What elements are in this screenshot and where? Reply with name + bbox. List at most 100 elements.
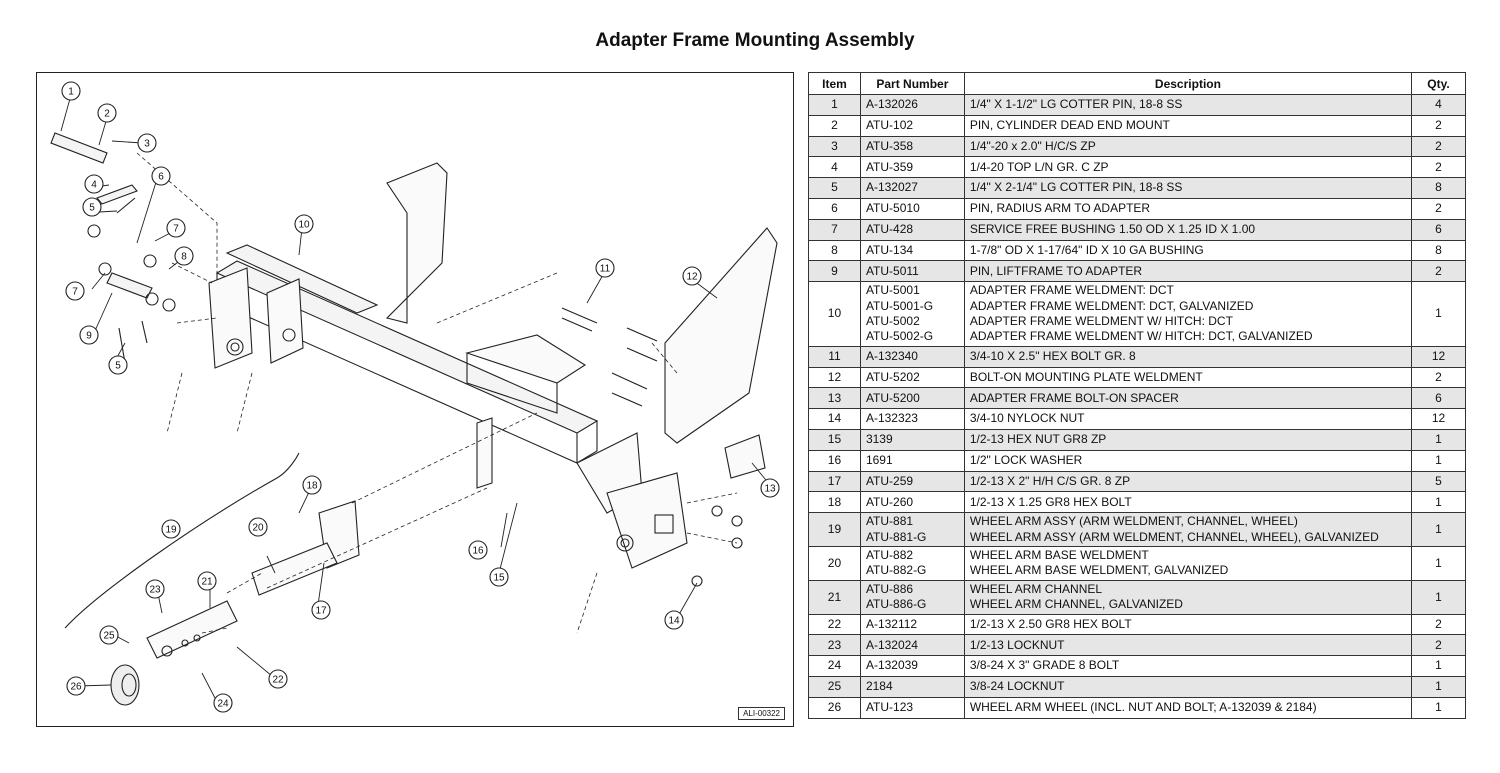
qty-cell: 2 [1411,135,1466,158]
qty-cell: 1 [1411,491,1466,514]
item-number-cell: 24 [808,655,861,677]
qty-cell: 1 [1411,512,1466,547]
header-part-number: Part Number [859,72,965,95]
item-number-cell: 10 [808,281,861,347]
callout-circle [65,281,85,301]
item-number-cell: 12 [808,366,861,389]
part-number: ATU-5202 [865,369,920,384]
qty-cell: 6 [1411,218,1466,241]
part-number: ATU-134 [865,242,914,257]
part-number: 3139 [865,432,893,447]
callout-number: 7 [173,224,179,235]
description-cell: WHEEL ARM ASSY (ARM WELDMENT, CHANNEL, W… [963,512,1413,547]
callout-number: 10 [298,220,310,231]
item-number-cell: 1 [808,94,861,116]
callout-circle [760,478,780,498]
description-cell: 1/2-13 X 2" H/H C/S GR. 8 ZP [963,470,1413,493]
part-number: ATU-886 [865,581,914,596]
table-row: 5 A-132027 1/4" X 2-1/4" LG COTTER PIN, 18… [808,177,1466,199]
callout-23: 23 [145,579,165,599]
description-line: ADAPTER FRAME WELDMENT: DCT, GALVANIZED [969,298,1254,313]
callout-7: 7 [166,218,186,238]
adapter-frame-drawing [50,132,778,706]
callout-21: 21 [197,571,217,591]
part-number: ATU-102 [865,117,914,132]
item-number-cell: 26 [808,696,861,719]
part-number: ATU-123 [865,699,914,714]
qty-cell: 2 [1411,366,1466,389]
callout-8: 8 [174,246,194,266]
item-number-cell: 15 [808,428,861,451]
part-number-cell: A-132026 [859,94,965,116]
description-cell: ADAPTER FRAME BOLT-ON SPACER [963,387,1413,410]
part-number: ATU-5001-G [865,298,934,313]
item-number-cell: 21 [808,579,861,615]
description-line: 1/2-13 X 1.25 GR8 HEX BOLT [969,494,1132,509]
part-number-cell: ATU-123 [859,696,965,719]
qty-cell: 2 [1411,156,1466,179]
callout-number: 3 [144,139,150,150]
part-number: A-132323 [865,411,918,426]
description-line: 1/4"-20 x 2.0" H/C/S ZP [969,138,1096,153]
item-number-cell: 6 [808,197,861,220]
item-number-cell: 2 [808,114,861,137]
callout-number: 15 [493,573,505,584]
description-cell: 1/4"-20 x 2.0" H/C/S ZP [963,135,1413,158]
callout-circle [468,540,488,560]
callout-circle [79,325,99,345]
callout-25: 25 [99,625,119,645]
callout-circle [664,610,684,630]
part-number: ATU-5002-G [865,329,934,344]
callout-circle [66,676,86,696]
callout-3: 3 [137,133,157,153]
qty-cell: 12 [1411,408,1466,430]
part-number: A-132026 [865,97,918,112]
callout-number: 7 [72,287,78,298]
description-cell: SERVICE FREE BUSHING 1.50 OD X 1.25 ID X… [963,218,1413,241]
callout-circle [97,103,117,123]
callout-number: 24 [217,699,229,710]
callout-10: 10 [294,214,314,234]
qty-cell: 2 [1411,197,1466,220]
callout-2: 2 [97,103,117,123]
description-line: WHEEL ARM BASE WELDMENT [969,547,1149,562]
part-number: A-132027 [865,180,918,195]
callout-circle [489,567,509,587]
item-number-cell: 20 [808,545,861,581]
description-cell: 1/2-13 X 2.50 GR8 HEX BOLT [963,613,1413,636]
part-number-cell: ATU-134 [859,239,965,262]
description-cell: 1/2-13 HEX NUT GR8 ZP [963,428,1413,451]
qty-cell: 2 [1411,613,1466,636]
part-number-cell: A-132340 [859,345,965,368]
part-number-cell: 3139 [859,428,965,451]
callout-circle [595,258,615,278]
callout-number: 26 [70,682,82,693]
callout-number: 11 [600,264,611,275]
callout-4: 4 [84,174,104,194]
callout-circle [99,625,119,645]
callout-circle [248,517,268,537]
description-line: 3/4-10 NYLOCK NUT [969,411,1085,426]
callout-circle [213,693,233,713]
callout-number: 9 [86,331,92,342]
qty-cell: 1 [1411,579,1466,615]
item-number-cell: 4 [808,156,861,179]
item-number-cell: 17 [808,470,861,493]
part-number: ATU-359 [865,159,914,174]
description-line: BOLT-ON MOUNTING PLATE WELDMENT [969,369,1203,384]
callout-circle [84,174,104,194]
description-line: 1/4" X 2-1/4" LG COTTER PIN, 18-8 SS [969,180,1183,195]
description-cell: 1-7/8" OD X 1-17/64" ID X 10 GA BUSHING [963,239,1413,262]
item-number-cell: 5 [808,177,861,199]
description-cell: 3/4-10 NYLOCK NUT [963,408,1413,430]
callout-16: 16 [468,540,488,560]
